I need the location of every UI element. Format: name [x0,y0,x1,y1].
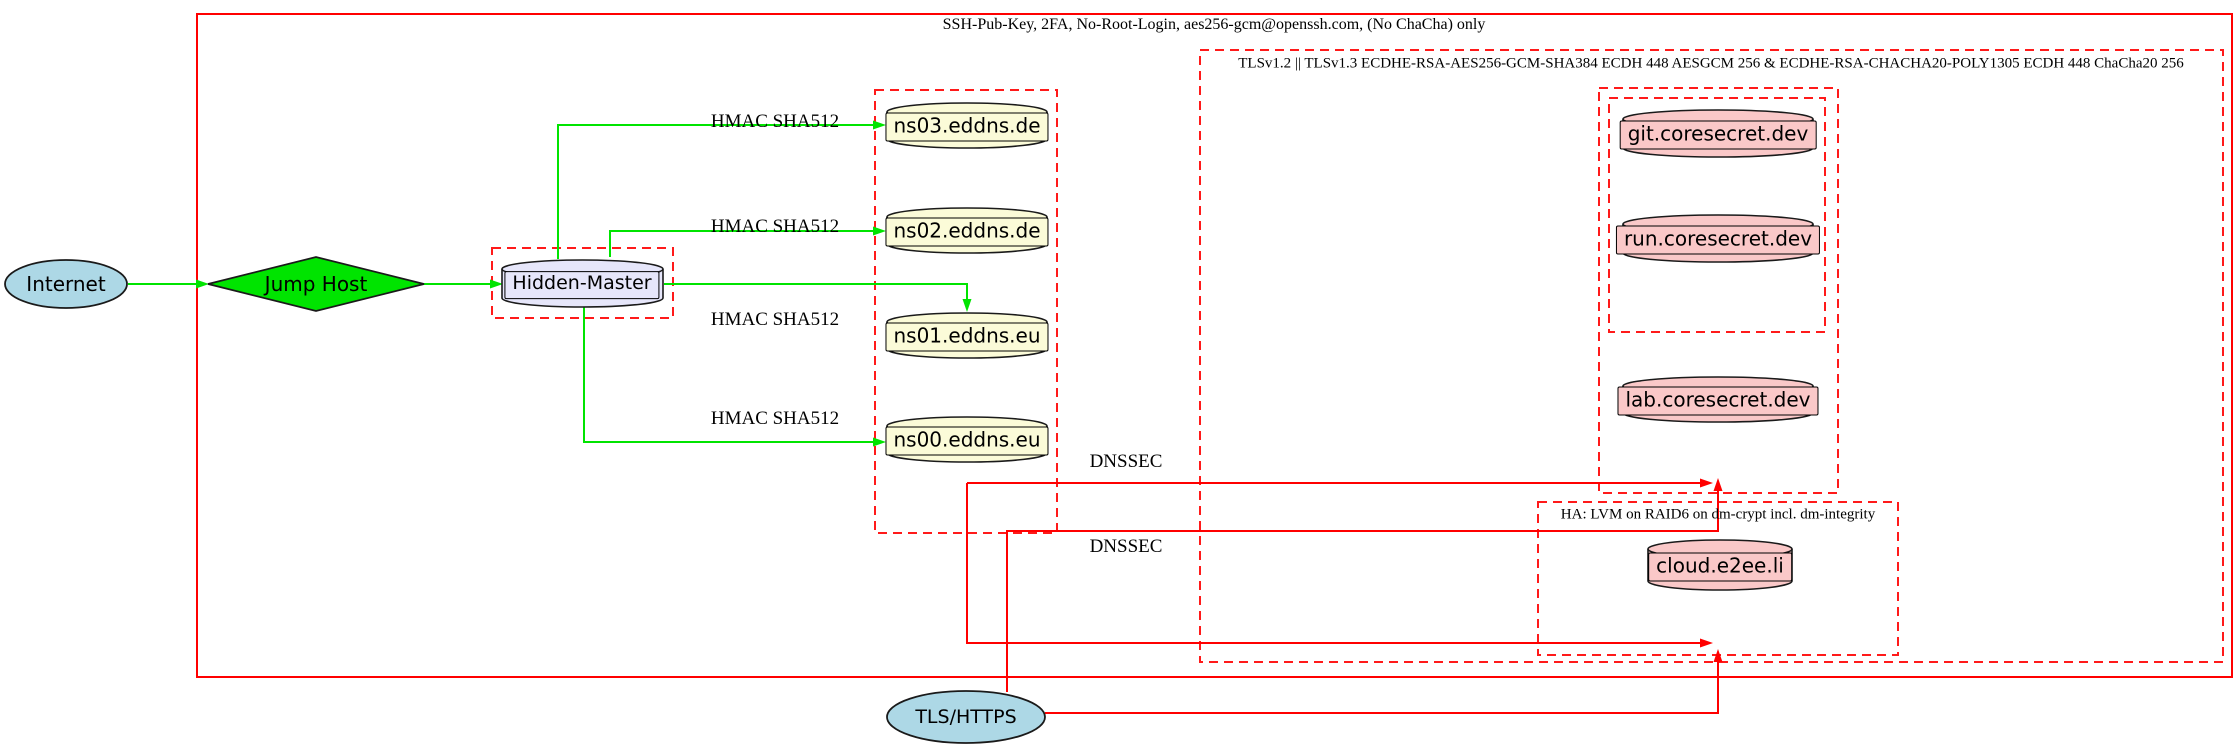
cluster-ns-frame [874,89,1058,534]
arrowhead-ns01 [962,299,972,312]
cluster-outer-ssh-label: SSH-Pub-Key, 2FA, No-Root-Login, aes256-… [942,16,1486,33]
node-jump-host [207,256,425,312]
arrowhead-ns00 [873,437,886,447]
cluster-tls-frame [1199,49,2224,663]
arrowhead-coresecret [1713,478,1723,491]
node-internet [4,259,128,309]
red-edges [966,482,1719,714]
edge-label-hmac-4: HMAC SHA512 [710,408,840,429]
edge-hiddenmaster-to-ns02 [609,230,873,257]
edge-tlshttps-to-ha [1045,662,1719,714]
edge-hiddenmaster-to-ns03 [557,124,873,259]
node-cloud-label: cloud.e2ee.li [1648,552,1792,582]
node-run-label: run.coresecret.dev [1615,225,1821,255]
cluster-ha-label: HA: LVM on RAID6 on dm-crypt incl. dm-in… [1560,506,1876,523]
node-ns01-label: ns01.eddns.eu [885,322,1049,352]
node-jump-host-label: Jump Host [264,272,368,296]
arrowhead-ns03 [873,120,886,130]
cluster-outer-ssh-frame [196,13,2233,678]
edge-label-dnssec-2: DNSSEC [1089,536,1163,557]
edge-label-hmac-1: HMAC SHA512 [710,111,840,132]
node-tls-https-label: TLS/HTTPS [915,706,1017,728]
green-edges [128,124,968,443]
cluster-coresecret-outer-frame [1598,87,1839,494]
arrowhead-hiddenmaster [490,279,503,289]
node-ns00-label: ns00.eddns.eu [885,426,1049,456]
edge-tlshttps-to-coresecret [1006,491,1719,692]
node-lab-label: lab.coresecret.dev [1617,386,1819,416]
node-ns03-label: ns03.eddns.de [885,112,1049,142]
cluster-coresecret-inner-frame [1608,97,1826,333]
edge-dnssec-lower [966,483,1701,644]
node-internet-label: Internet [26,272,106,296]
edge-hiddenmaster-to-ns01 [664,283,968,299]
edge-label-dnssec-1: DNSSEC [1089,451,1163,472]
node-ns02-label: ns02.eddns.de [885,217,1049,247]
arrowhead-ns02 [873,226,886,236]
red-arrowheads [1700,478,1723,662]
arrowhead-dnssec-upper [1700,478,1713,488]
edge-label-hmac-2: HMAC SHA512 [710,216,840,237]
arrowhead-ha [1713,649,1723,662]
arrowhead-dnssec-lower [1700,638,1713,648]
node-tls-https [886,690,1046,744]
cluster-tls-label: TLSv1.2 || TLSv1.3 ECDHE-RSA-AES256-GCM-… [1238,55,2184,72]
node-hidden-master-label: Hidden-Master [504,271,660,299]
edge-hiddenmaster-to-ns00 [583,306,873,443]
green-arrowheads [196,120,972,447]
edge-label-hmac-3: HMAC SHA512 [710,309,840,330]
arrowhead-jumphost [196,279,209,289]
node-git-label: git.coresecret.dev [1619,120,1817,150]
